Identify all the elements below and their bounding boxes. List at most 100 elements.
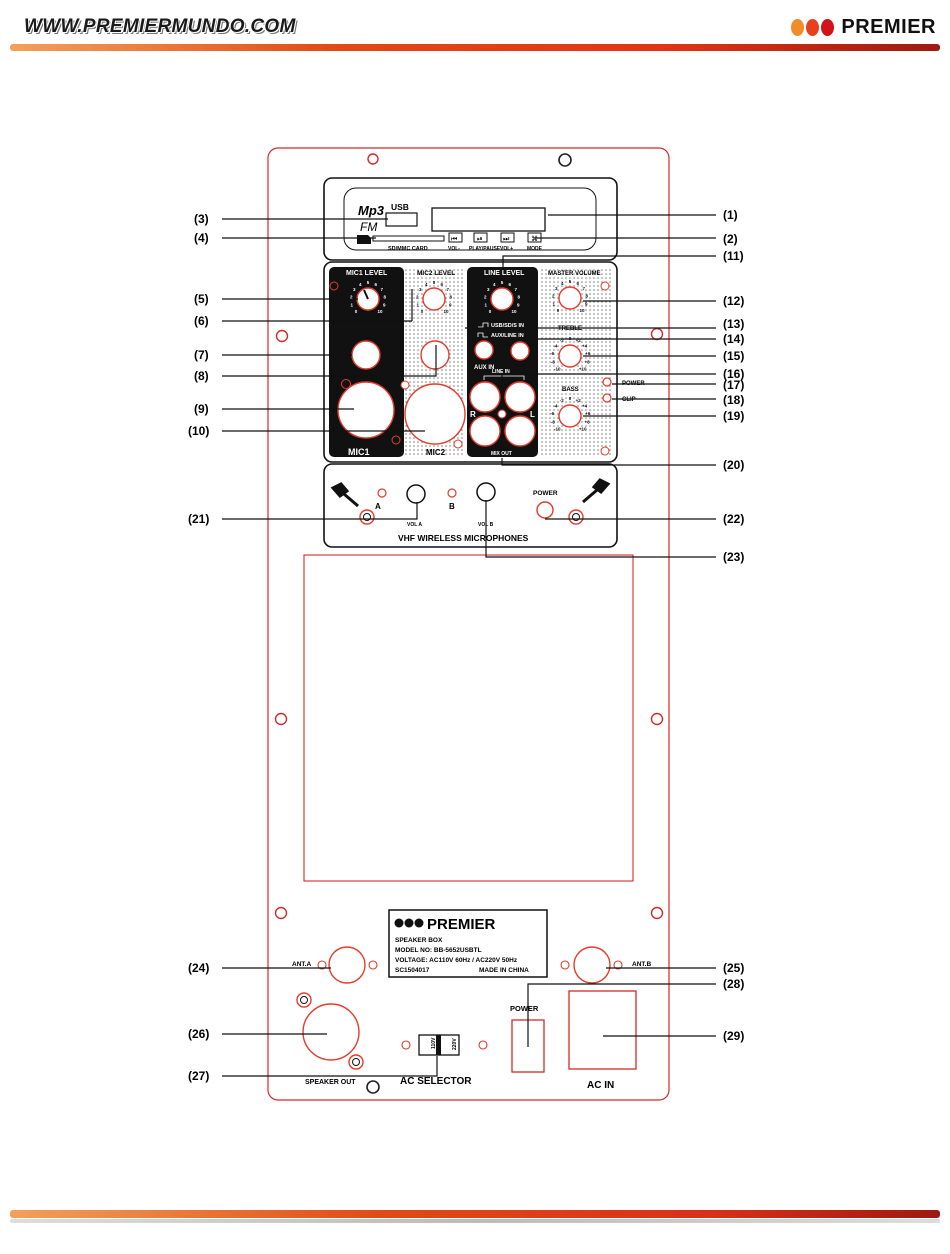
nameplate-line2: MODEL NO: BB-5652USBTL bbox=[395, 947, 482, 954]
line-scale-digit: 3 bbox=[487, 287, 490, 292]
vol-a-label: VOL A bbox=[407, 522, 422, 528]
mic2-label: MIC2 bbox=[426, 448, 446, 457]
master-scale-digit: 10 bbox=[579, 308, 585, 313]
mic-a-led bbox=[377, 488, 387, 498]
callout-1: (1) bbox=[723, 208, 738, 222]
callout-7: (7) bbox=[194, 348, 209, 362]
master-scale-digit: 8 bbox=[586, 293, 589, 298]
nameplate-line3: VOLTAGE: AC110V 60Hz / AC220V 50Hz bbox=[395, 957, 518, 964]
antenna-a-label: ANT.A bbox=[292, 961, 311, 968]
callout-24: (24) bbox=[188, 961, 209, 975]
wireless-title: VHF WIRELESS MICROPHONES bbox=[398, 533, 529, 543]
bass-scale-digit: +4 bbox=[582, 403, 588, 408]
ac-selector-label: AC SELECTOR bbox=[400, 1076, 472, 1087]
nameplate-logo-dot bbox=[414, 918, 424, 928]
speaker-out-connector[interactable] bbox=[302, 1003, 360, 1061]
aux-line-switch[interactable] bbox=[510, 341, 530, 361]
nameplate-origin: MADE IN CHINA bbox=[479, 967, 529, 974]
mode-icon: ⌘ bbox=[531, 235, 538, 243]
callout-4: (4) bbox=[194, 231, 209, 245]
ac-in-label: AC IN bbox=[587, 1080, 614, 1091]
mounting-hole-black bbox=[366, 1080, 380, 1094]
microphone-icon bbox=[330, 482, 359, 508]
mic2-jack-small[interactable] bbox=[420, 340, 450, 370]
next-icon: ⏭ bbox=[503, 236, 510, 243]
master-scale-digit: 3 bbox=[555, 286, 558, 291]
mounting-hole-black bbox=[558, 153, 572, 167]
master-scale-digit: 6 bbox=[576, 281, 579, 286]
mic2-scale-digit: 9 bbox=[449, 302, 452, 307]
footer-divider-shadow bbox=[10, 1219, 940, 1223]
master-scale-digit: 2 bbox=[552, 293, 555, 298]
play-pause-button[interactable] bbox=[473, 232, 488, 243]
callout-23: (23) bbox=[723, 550, 744, 564]
treble-knob[interactable] bbox=[558, 344, 582, 368]
bass-scale-digit: -8 bbox=[551, 420, 555, 425]
vol-up-button[interactable] bbox=[500, 232, 515, 243]
sd-card-slot[interactable] bbox=[372, 235, 445, 242]
back-plate bbox=[267, 147, 670, 1101]
switch-icon bbox=[477, 322, 489, 338]
callout-3: (3) bbox=[194, 212, 209, 226]
bass-scale-digit: -2 bbox=[560, 398, 564, 403]
mic2-xlr-jack[interactable] bbox=[404, 383, 466, 445]
mic1-scale-digit: 5 bbox=[367, 280, 370, 285]
mic2-level-knob[interactable] bbox=[422, 287, 446, 311]
line-scale-digit: 4 bbox=[493, 282, 496, 287]
mix-out-r-jack[interactable] bbox=[469, 415, 501, 447]
callout-18: (18) bbox=[723, 393, 744, 407]
usb-port[interactable] bbox=[385, 212, 418, 227]
antenna-a-connector[interactable] bbox=[328, 946, 366, 984]
mic1-scale-digit: 4 bbox=[359, 282, 362, 287]
callout-2: (2) bbox=[723, 232, 738, 246]
wireless-power-button[interactable] bbox=[536, 501, 554, 519]
treble-scale-digit: +10 bbox=[579, 367, 587, 372]
callout-8: (8) bbox=[194, 369, 209, 383]
treble-scale-digit: +2 bbox=[576, 338, 582, 343]
footer-divider bbox=[10, 1210, 940, 1218]
callout-leaders bbox=[222, 214, 716, 1077]
line-level-knob[interactable] bbox=[490, 287, 514, 311]
sd-card-icon bbox=[357, 235, 371, 244]
bass-scale-digit: +8 bbox=[585, 420, 591, 425]
line-scale-digit: 10 bbox=[511, 309, 517, 314]
line-in-r-jack[interactable] bbox=[469, 381, 501, 413]
mic2-scale-digit: 0 bbox=[421, 309, 424, 314]
bass-knob[interactable] bbox=[558, 404, 582, 428]
mic1-jack-small[interactable] bbox=[351, 340, 381, 370]
power-switch-label: POWER bbox=[510, 1004, 539, 1013]
master-volume-knob[interactable] bbox=[558, 286, 582, 310]
site-url[interactable]: WWW.PREMIERMUNDO.COM bbox=[24, 16, 296, 37]
callout-11: (11) bbox=[723, 249, 744, 263]
voltage-110-label: 110V bbox=[431, 1037, 437, 1049]
bass-scale-digit: +6 bbox=[585, 411, 591, 416]
mic1-scale-digit: 3 bbox=[353, 287, 356, 292]
clip-led-label: CLIP bbox=[622, 397, 636, 403]
mix-out-l-jack[interactable] bbox=[504, 415, 536, 447]
line-scale-digit: 9 bbox=[517, 302, 520, 307]
line-in-l-jack[interactable] bbox=[504, 381, 536, 413]
master-scale-digit: 1 bbox=[553, 301, 556, 306]
mic2-level-label: MIC2 LEVEL bbox=[417, 270, 455, 277]
callout-27: (27) bbox=[188, 1069, 209, 1083]
treble-scale-digit: +8 bbox=[585, 360, 591, 365]
vol-a-knob[interactable] bbox=[406, 484, 426, 504]
callout-22: (22) bbox=[723, 512, 744, 526]
aux-in-jack[interactable] bbox=[474, 340, 494, 360]
ac-in-socket[interactable] bbox=[568, 990, 637, 1070]
nameplate-brand: PREMIER bbox=[427, 916, 496, 933]
antenna-b-connector[interactable] bbox=[573, 946, 611, 984]
brand-name: PREMIER bbox=[841, 16, 936, 38]
vol-down-button[interactable] bbox=[448, 232, 463, 243]
treble-scale-digit: +4 bbox=[582, 343, 588, 348]
mic1-xlr-jack[interactable] bbox=[337, 381, 395, 439]
master-scale-digit: 7 bbox=[583, 286, 586, 291]
play-icon: ⏯ bbox=[477, 236, 483, 243]
callout-20: (20) bbox=[723, 458, 744, 472]
antenna-b-label: ANT.B bbox=[632, 961, 651, 968]
mic1-label: MIC1 bbox=[348, 447, 370, 457]
brand-dot-icon bbox=[791, 19, 805, 36]
vol-b-knob[interactable] bbox=[476, 482, 496, 502]
mic2-scale-digit: 10 bbox=[443, 309, 449, 314]
mix-out-label: MIX OUT bbox=[491, 451, 512, 457]
